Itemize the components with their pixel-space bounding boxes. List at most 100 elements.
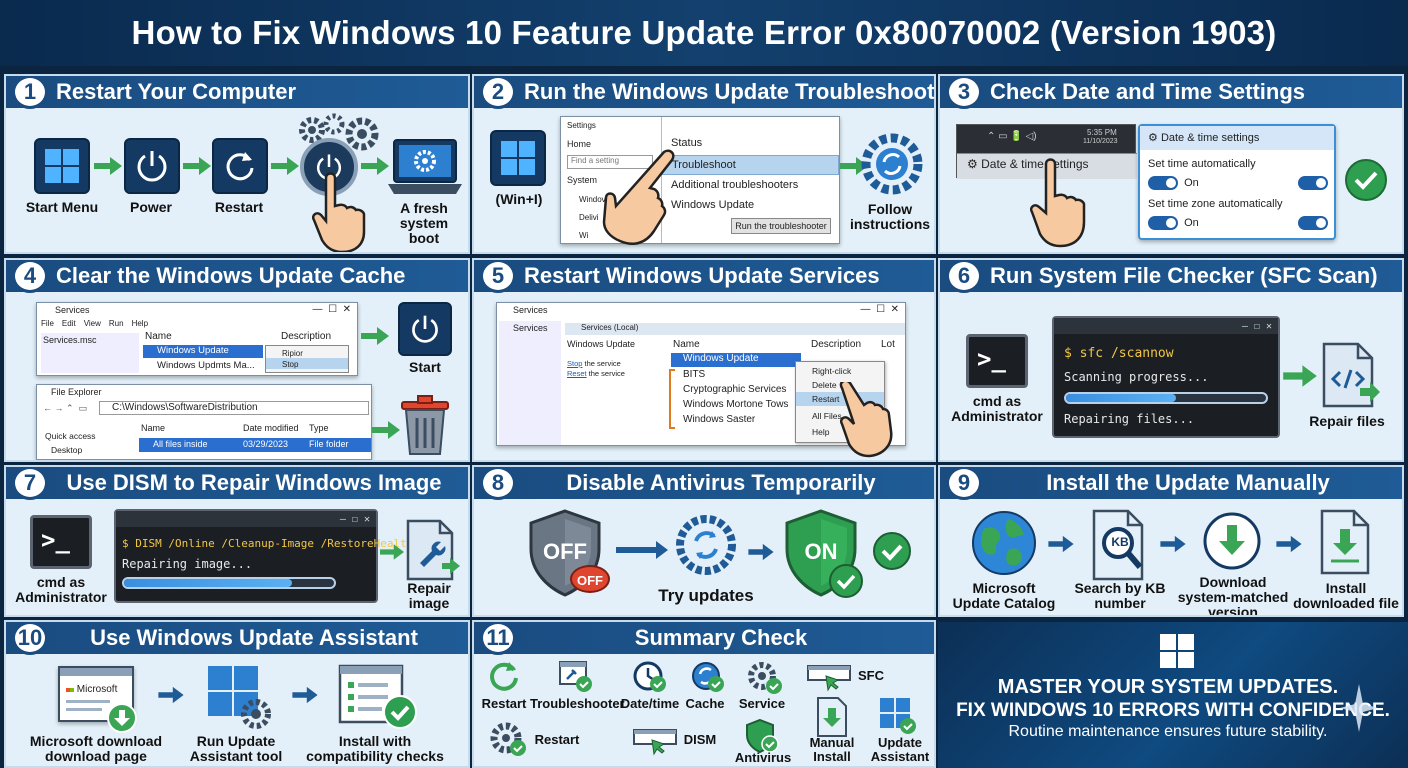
date-time-panel-title-text: Date & time settings xyxy=(1160,132,1260,144)
step-9-number: 9 xyxy=(946,467,982,500)
pointing-hand-icon xyxy=(602,149,675,245)
ctx-stop[interactable]: Stop xyxy=(266,358,348,369)
step-7-header: 7 Use DISM to Repair Windows Image xyxy=(6,467,468,500)
laptop-icon xyxy=(388,139,462,194)
bracket xyxy=(669,369,675,429)
terminal-window: — ☐ ✕ $ sfc /scannow Scanning progress..… xyxy=(1052,316,1280,438)
closing-line-3: Routine maintenance ensures future stabi… xyxy=(1008,723,1328,740)
stop-service-link[interactable]: Stop the service xyxy=(567,359,621,368)
run-troubleshooter-button[interactable]: Run the troubleshooter xyxy=(731,218,831,234)
restart-service-link[interactable]: Reset the service xyxy=(567,369,625,378)
service-row[interactable]: BITS xyxy=(683,369,706,380)
settings-side-item[interactable]: Windov xyxy=(579,195,606,204)
address-bar[interactable]: C:\Windows\SoftwareDistribution xyxy=(99,401,369,415)
taskbar: ⌃ ▭ 🔋 ◁) 5:35 PM 11/10/2023 ⚙ Date & tim… xyxy=(956,124,1137,179)
file-row-type: File folder xyxy=(309,439,349,449)
services-window: Services — ☐ ✕ Services Services (Local)… xyxy=(496,302,906,446)
clock-icon xyxy=(633,661,666,692)
desktop-link[interactable]: Desktop xyxy=(51,445,83,455)
install-compat-label: Install with compatibility checks xyxy=(306,733,444,764)
dism-command: $ DISM /Online /Cleanup-Image /RestoreHe… xyxy=(122,537,414,550)
terminal-titlebar[interactable]: — ☐ ✕ xyxy=(1054,318,1278,334)
settings-status[interactable]: Status xyxy=(671,137,703,149)
file-row-name: All files inside xyxy=(153,439,208,449)
col-name: Name xyxy=(141,423,166,433)
menu-edit[interactable]: Edit xyxy=(61,319,76,328)
service-row[interactable]: Windows Saster xyxy=(683,414,756,425)
settings-side-item[interactable]: Wi xyxy=(579,231,589,240)
wrench-file-icon xyxy=(406,519,460,581)
settings-troubleshoot[interactable]: Troubleshoot xyxy=(662,155,839,175)
set-time-toggle[interactable]: On xyxy=(1148,176,1199,190)
step-7-number: 7 xyxy=(12,467,48,500)
window-controls[interactable]: — ☐ ✕ xyxy=(860,304,899,315)
step-3-number: 3 xyxy=(946,76,982,109)
step-1-number: 1 xyxy=(12,76,48,109)
summary-update-assistant: Update Assistant xyxy=(870,735,930,764)
set-zone-toggle[interactable]: On xyxy=(1148,216,1199,230)
step-5-panel: 5 Restart Windows Update Services Servic… xyxy=(472,258,936,462)
ctx-all-files[interactable]: All Files xyxy=(812,411,842,421)
service-row-selected[interactable]: Windows Update xyxy=(143,345,263,358)
col-lot: Lot xyxy=(881,339,895,350)
run-assistant-label: Run Update Assistant tool xyxy=(189,733,283,764)
ctx-item[interactable]: Ripior xyxy=(282,349,303,358)
step-5-number: 5 xyxy=(480,260,516,293)
taskbar-time: 5:35 PM xyxy=(1087,128,1117,137)
quick-access[interactable]: Quick access xyxy=(45,431,96,441)
step-8-title: Disable Antivirus Temporarily xyxy=(566,470,876,495)
step-8-panel: 8 Disable Antivirus Temporarily OFF OFF … xyxy=(472,465,936,617)
ctx-item[interactable]: Right-click xyxy=(812,366,852,376)
services-tree[interactable]: Services.msc xyxy=(41,333,139,373)
nav-buttons[interactable]: ← → ⌃ ▭ xyxy=(43,403,88,413)
step-6-panel: 6 Run System File Checker (SFC Scan) >_ … xyxy=(938,258,1404,462)
set-zone-state: On xyxy=(1184,216,1199,229)
service-row[interactable]: Windows Updmts Ma... xyxy=(157,360,255,371)
pointing-hand-icon xyxy=(312,172,366,252)
step-8-number: 8 xyxy=(480,467,516,500)
settings-additional-troubleshooters[interactable]: Additional troubleshooters xyxy=(671,179,799,191)
window-controls[interactable]: — ☐ ✕ xyxy=(312,304,351,315)
restart-link[interactable]: Reset xyxy=(567,369,587,378)
menu-file[interactable]: File xyxy=(41,319,54,328)
terminal-titlebar[interactable]: — ☐ ✕ xyxy=(116,511,376,527)
power-icon xyxy=(398,302,452,356)
set-time-toggle-right[interactable] xyxy=(1298,176,1328,190)
repairing-image-text: Repairing image... xyxy=(122,557,253,571)
file-explorer-window: File Explorer ← → ⌃ ▭ C:\Windows\Softwar… xyxy=(36,384,372,460)
date-time-menu-item[interactable]: ⚙ Date & time settings xyxy=(967,157,1089,171)
update-assistant-icon xyxy=(880,698,916,734)
service-row[interactable]: Cryptographic Services xyxy=(683,384,787,395)
closing-line-1: MASTER YOUR SYSTEM UPDATES. xyxy=(997,676,1339,698)
sync-icon xyxy=(676,515,736,575)
col-description: Description xyxy=(281,331,332,342)
services-tree[interactable]: Services xyxy=(499,321,561,445)
settings-search-input[interactable]: Find a setting xyxy=(567,155,653,169)
globe-icon xyxy=(972,511,1036,575)
step-4-panel: 4 Clear the Windows Update Cache Service… xyxy=(4,258,470,462)
off-badge: OFF xyxy=(570,565,610,593)
step-10-number: 10 xyxy=(12,622,48,655)
settings-system[interactable]: System xyxy=(567,175,598,185)
service-row[interactable]: Windows Mortone Tows xyxy=(683,399,789,410)
restart-icon xyxy=(212,138,268,194)
gear-icon: ⚙ xyxy=(1148,132,1158,144)
step-10-title: Use Windows Update Assistant xyxy=(90,625,418,650)
pointing-hand-icon xyxy=(839,382,893,458)
ctx-delete[interactable]: Delete xyxy=(812,380,837,390)
set-zone-toggle-right[interactable] xyxy=(1298,216,1328,230)
arrow-icon xyxy=(748,543,774,561)
settings-windows-update[interactable]: Windows Update xyxy=(671,199,755,211)
menu-run[interactable]: Run xyxy=(108,319,124,328)
menu-view[interactable]: View xyxy=(83,319,101,328)
step-10-panel: 10 Use Windows Update Assistant Microsof… xyxy=(4,620,470,768)
settings-home[interactable]: Home xyxy=(567,139,592,149)
file-row-selected[interactable]: All files inside 03/29/2023 File folder xyxy=(139,438,371,452)
ctx-help[interactable]: Help xyxy=(812,427,830,437)
microsoft-logo: Microsoft xyxy=(66,684,117,695)
stop-link[interactable]: Stop xyxy=(567,359,583,368)
menu-help[interactable]: Help xyxy=(131,319,149,328)
service-row-selected[interactable]: Windows Update xyxy=(671,353,801,367)
settings-side-item[interactable]: Delivi xyxy=(579,213,599,222)
power-label: Power xyxy=(129,199,172,215)
